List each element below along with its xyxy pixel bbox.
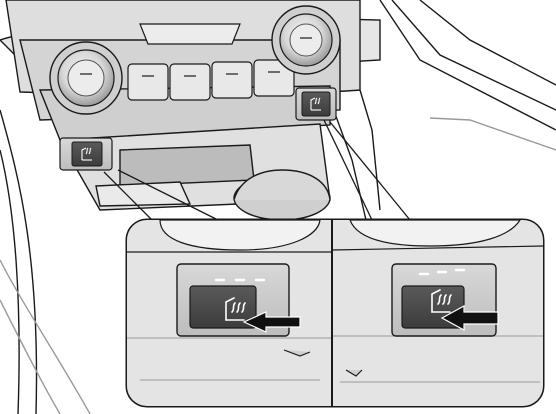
driver-seat-heater-switch-small	[59, 137, 113, 171]
indicator-lights	[418, 268, 466, 276]
seat-heat-icon	[431, 289, 452, 313]
seat-heat-icon	[81, 147, 92, 161]
driver-seat-heater-switch	[176, 263, 301, 337]
climate-buttons-row	[127, 59, 295, 101]
passenger-seat-heater-switch-small	[295, 87, 337, 121]
callout-leader-lines	[103, 119, 411, 221]
right-climate-knob	[271, 5, 341, 75]
seat-heat-icon	[310, 97, 321, 111]
passenger-seat-heater-switch	[391, 263, 499, 337]
arrow-icon	[242, 311, 301, 333]
hazard-slot	[139, 23, 241, 45]
seat-heat-icon	[225, 297, 246, 321]
left-climate-knob	[49, 41, 123, 115]
arrow-icon	[440, 304, 499, 332]
